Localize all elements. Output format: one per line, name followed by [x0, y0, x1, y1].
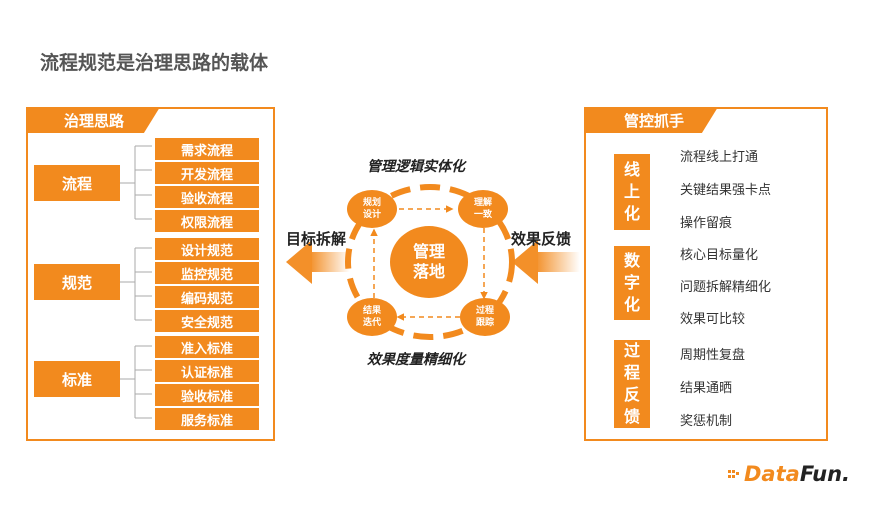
left-label: 目标拆解 [286, 230, 347, 248]
node-text: 跟踪 [475, 318, 494, 328]
group-process-feedback: 过 程 反 馈 [614, 340, 650, 428]
node-text: 设计 [362, 210, 381, 220]
group-process: 流程 [34, 165, 120, 201]
group-digital-char: 数 [623, 251, 640, 270]
item-security-spec: 安全规范 [155, 310, 259, 332]
core-text-line: 管理 [412, 242, 445, 261]
group-online-char: 化 [623, 204, 640, 223]
group-feedback-char: 过 [623, 341, 640, 360]
node-result-iterate: 结果 迭代 [347, 298, 397, 336]
page-title: 流程规范是治理思路的载体 [40, 52, 269, 74]
right-label: 效果反馈 [511, 230, 572, 248]
item-development-process: 开发流程 [155, 162, 259, 184]
group-digital: 数 字 化 [614, 246, 650, 320]
item-acceptance-process: 验收流程 [155, 186, 259, 208]
group-digital-char: 字 [623, 273, 640, 292]
node-text: 过程 [475, 306, 494, 316]
node-plan-design: 规划 设计 [347, 190, 397, 228]
item-requirement-process: 需求流程 [155, 138, 259, 160]
core-circle: 管理 落地 [390, 226, 468, 298]
item-problem-breakdown: 问题拆解精细化 [680, 280, 772, 295]
group-feedback-char: 程 [623, 363, 640, 382]
group-online-char: 线 [623, 160, 640, 179]
group-standard-spec: 规范 [34, 264, 120, 300]
group-digital-char: 化 [623, 295, 640, 314]
node-understand-align: 理解 一致 [458, 190, 508, 228]
group-feedback-char: 馈 [623, 407, 640, 426]
datafun-logo: DataFun. [728, 462, 850, 486]
item-coding-spec: 编码规范 [155, 286, 259, 308]
group-feedback-char: 反 [623, 385, 640, 404]
node-text: 规划 [362, 198, 381, 208]
logo-text-prefix: Data [744, 462, 800, 486]
group-online: 线 上 化 [614, 154, 650, 230]
item-online-flow: 流程线上打通 [680, 150, 759, 165]
left-panel-header: 治理思路 [26, 107, 160, 133]
item-core-metric: 核心目标量化 [680, 248, 759, 263]
item-permission-process: 权限流程 [155, 210, 259, 232]
right-arrow [512, 240, 580, 284]
item-result-share: 结果通晒 [680, 381, 733, 396]
node-text: 结果 [362, 306, 381, 316]
group-online-char: 上 [623, 182, 640, 201]
group-criteria: 标准 [34, 361, 120, 397]
item-comparable-effect: 效果可比较 [680, 312, 746, 327]
item-access-criteria: 准入标准 [155, 336, 259, 358]
item-periodic-review: 周期性复盘 [680, 348, 746, 363]
item-key-checkpoint: 关键结果强卡点 [680, 183, 772, 198]
item-monitor-spec: 监控规范 [155, 262, 259, 284]
item-design-spec: 设计规范 [155, 238, 259, 260]
core-text-line: 落地 [412, 262, 445, 281]
item-operation-trace: 操作留痕 [680, 216, 733, 231]
item-reward-punish: 奖惩机制 [680, 414, 733, 429]
logo-mark-icon [728, 463, 742, 478]
node-text: 一致 [473, 210, 492, 220]
left-arrow [286, 240, 350, 284]
item-certification-criteria: 认证标准 [155, 360, 259, 382]
node-process-track: 过程 跟踪 [460, 298, 510, 336]
bottom-label: 效果度量精细化 [367, 352, 465, 368]
item-service-criteria: 服务标准 [155, 408, 259, 430]
item-acceptance-criteria: 验收标准 [155, 384, 259, 406]
logo-text-suffix: Fun. [799, 462, 851, 486]
node-text: 理解 [473, 198, 492, 208]
right-panel-header: 管控抓手 [584, 107, 718, 133]
top-label: 管理逻辑实体化 [367, 159, 465, 175]
node-text: 迭代 [362, 318, 381, 328]
